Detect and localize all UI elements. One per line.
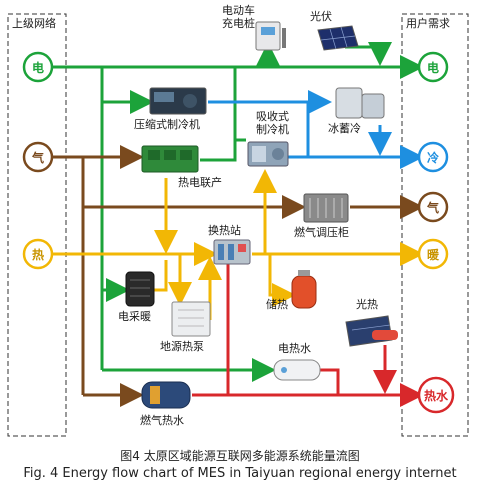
absorption-chiller-label-1: 吸收式 bbox=[256, 109, 289, 123]
demand-cold-node: 冷 bbox=[417, 141, 449, 173]
svg-text:电: 电 bbox=[32, 60, 44, 75]
svg-text:暖: 暖 bbox=[427, 247, 440, 262]
electric-water-heater-icon bbox=[273, 359, 321, 381]
compression-chiller-label: 压缩式制冷机 bbox=[134, 117, 200, 131]
ice-storage-icon bbox=[335, 87, 385, 119]
gas-water-heater-label: 燃气热水 bbox=[140, 413, 184, 427]
absorption-chiller-icon bbox=[247, 141, 289, 167]
svg-text:冷: 冷 bbox=[427, 150, 439, 165]
figure-caption-english: Fig. 4 Energy flow chart of MES in Taiyu… bbox=[23, 466, 457, 481]
electricity-flows bbox=[53, 42, 424, 382]
pv-label: 光伏 bbox=[310, 9, 332, 23]
ev-charger-icon bbox=[255, 21, 286, 51]
user-demand-label: 用户需求 bbox=[406, 16, 450, 30]
ev-charger-label-2: 充电桩 bbox=[222, 16, 255, 30]
ground-source-heat-pump-icon bbox=[171, 301, 211, 337]
demand-gas-node: 气 bbox=[417, 191, 449, 223]
upstream-network-label: 上级网络 bbox=[12, 16, 56, 30]
svg-text:电: 电 bbox=[427, 60, 439, 75]
demand-hot-water-node: 热水 bbox=[417, 376, 455, 414]
solar-panel-icon bbox=[317, 25, 359, 51]
svg-text:热水: 热水 bbox=[424, 388, 449, 403]
source-electricity-node: 电 bbox=[22, 51, 54, 83]
absorption-chiller-label-2: 制冷机 bbox=[256, 122, 289, 136]
heat-storage-label: 储热 bbox=[266, 297, 288, 311]
source-heat-node: 热 bbox=[22, 238, 54, 270]
gas-regulator-label: 燃气调压柜 bbox=[294, 225, 349, 239]
heat-storage-tank-icon bbox=[291, 270, 317, 309]
svg-text:气: 气 bbox=[426, 200, 439, 215]
demand-electricity-node: 电 bbox=[417, 51, 449, 83]
gas-water-heater-icon bbox=[141, 381, 191, 409]
solar-thermal-label: 光热 bbox=[356, 297, 378, 311]
svg-text:热: 热 bbox=[32, 247, 44, 262]
compression-chiller-icon bbox=[149, 87, 207, 115]
energy-flow-diagram: 上级网络 用户需求 bbox=[7, 3, 469, 437]
heat-flows bbox=[53, 169, 424, 320]
electric-heater-label: 电采暖 bbox=[118, 310, 151, 323]
demand-warm-node: 暖 bbox=[417, 238, 449, 270]
user-demand-box bbox=[401, 13, 469, 437]
ev-charger-label-1: 电动车 bbox=[222, 3, 255, 17]
gas-regulator-icon bbox=[303, 193, 349, 223]
svg-text:气: 气 bbox=[31, 150, 44, 165]
gas-flows bbox=[53, 145, 424, 407]
electric-heater-icon bbox=[125, 271, 155, 307]
chp-unit-icon bbox=[141, 145, 199, 173]
heat-exchange-station-icon bbox=[213, 239, 251, 265]
heat-exchange-station-label: 换热站 bbox=[208, 223, 241, 237]
solar-thermal-icon bbox=[345, 315, 398, 347]
electric-water-heater-label: 电热水 bbox=[278, 342, 311, 355]
figure-caption-chinese: 图4 太原区域能源互联网多能源系统能量流图 bbox=[120, 449, 360, 463]
source-gas-node: 气 bbox=[22, 141, 54, 173]
ground-source-heat-pump-label: 地源热泵 bbox=[160, 339, 204, 353]
ice-storage-label: 冰蓄冷 bbox=[328, 122, 361, 135]
hot-water-flows bbox=[192, 262, 424, 407]
chp-label: 热电联产 bbox=[178, 175, 222, 189]
upstream-network-box bbox=[7, 13, 67, 437]
cold-flows bbox=[208, 90, 424, 169]
